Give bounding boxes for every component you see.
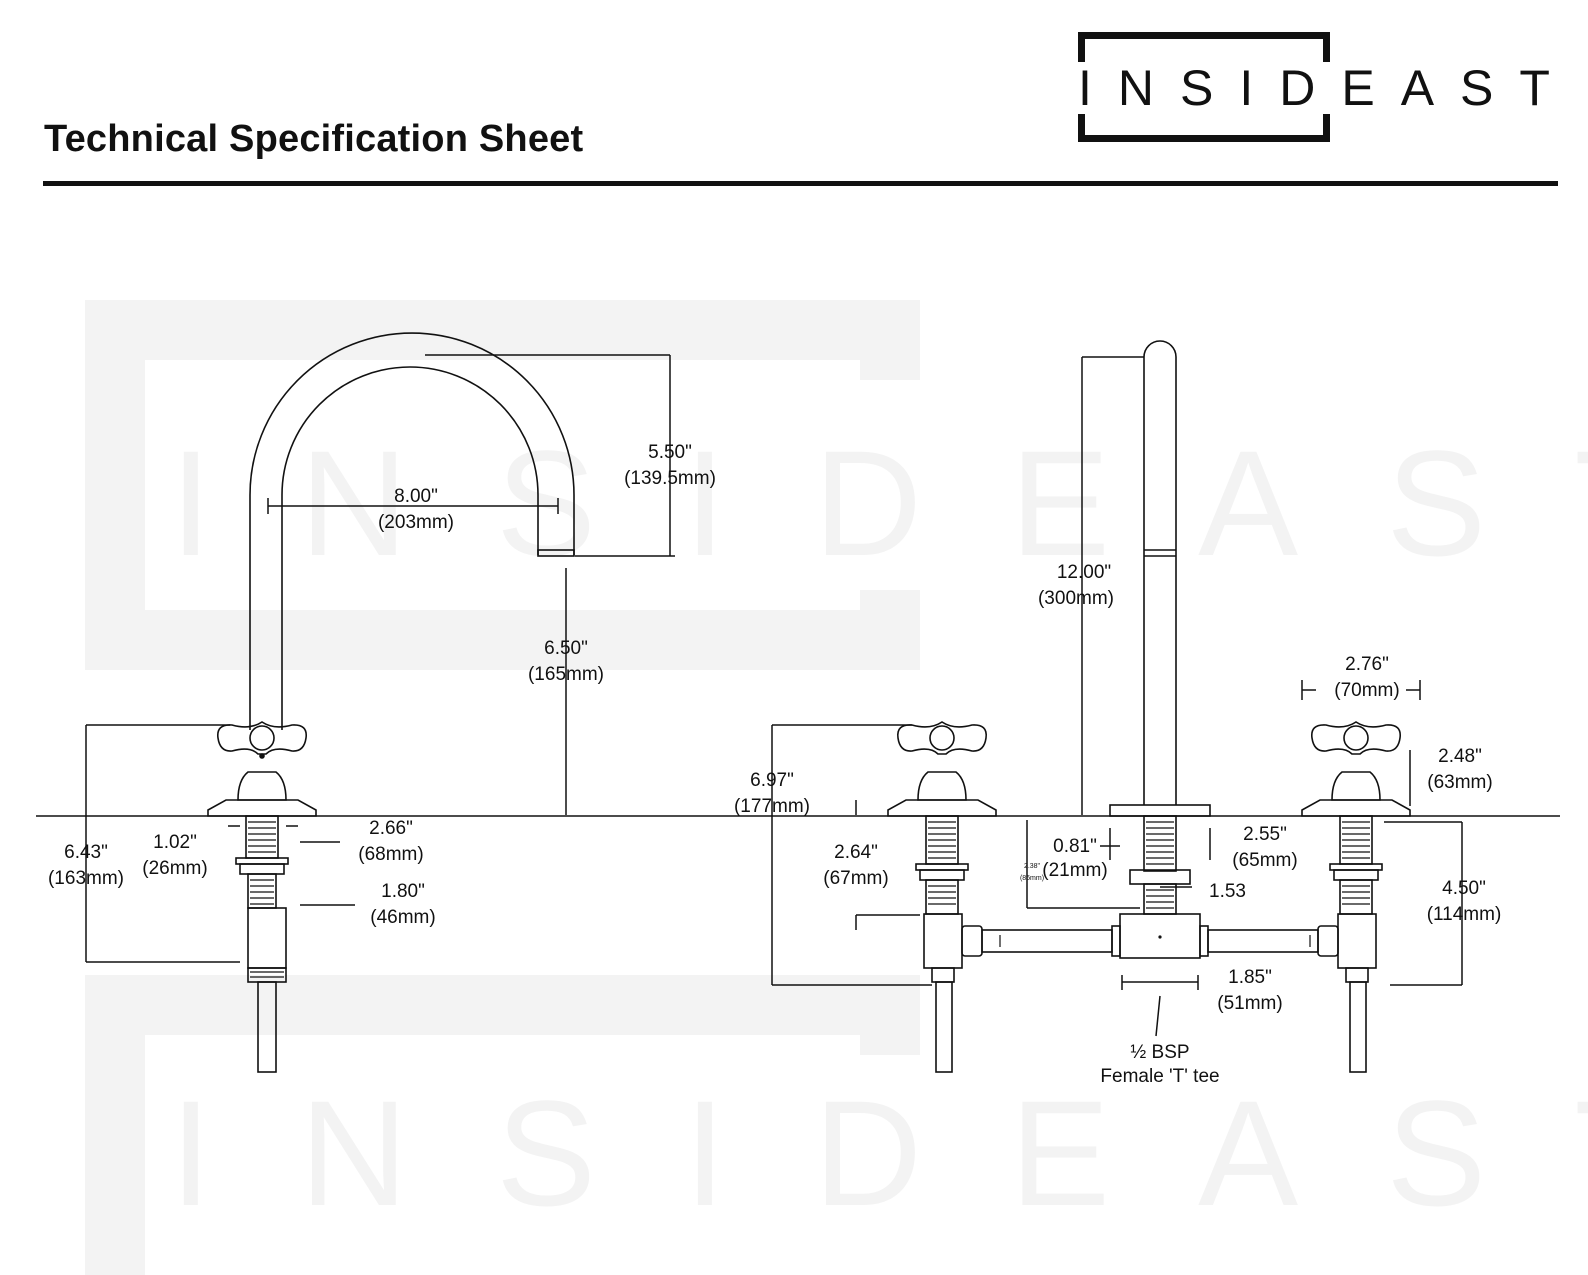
spout-base-mm: (65mm) (1232, 850, 1297, 871)
flange-dia-mm: (68mm) (358, 844, 423, 865)
tee-center-mark (1158, 935, 1162, 939)
shank-length-in: 1.80" (381, 881, 425, 902)
handle-height-in: 6.43" (64, 842, 108, 863)
handle-height-right-in: 2.48" (1438, 746, 1482, 767)
watermark: INSIDEAST INSIDEAST (85, 300, 1588, 1275)
handle-width-in: 2.76" (1345, 654, 1389, 675)
spout-shank-small-mm: (86mm) (1020, 875, 1044, 882)
header-rule (43, 181, 1558, 186)
right-faucet (887, 340, 1411, 1073)
shank-dia-mm: (26mm) (142, 858, 207, 879)
left-dimension-lines (85, 354, 675, 963)
handle-width-mm: (70mm) (1334, 680, 1399, 701)
right-dimension-labels: 12.00" (300mm) 2.76" (70mm) 2.48" (63mm)… (734, 562, 1501, 1087)
shank-length-mm: (46mm) (370, 907, 435, 928)
left-dimension-labels: 8.00" (203mm) 5.50" (139.5mm) 6.50" (165… (48, 442, 716, 928)
below-deck-in: 4.50" (1442, 878, 1486, 899)
overall-height-mm: (177mm) (734, 796, 810, 817)
valve-depth-in: 2.64" (834, 842, 878, 863)
tall-spout-height-mm: (300mm) (1038, 588, 1114, 609)
tee-offset-value: 1.53 (1209, 881, 1246, 902)
flange-dia-in: 2.66" (369, 818, 413, 839)
left-shank-thread (248, 821, 284, 978)
spout-height-mm: (139.5mm) (624, 468, 716, 489)
overall-height-in: 6.97" (750, 770, 794, 791)
left-faucet (207, 332, 575, 1073)
watermark-text-top: INSIDEAST (170, 419, 1588, 587)
tee-label-female: Female 'T' tee (1100, 1066, 1219, 1087)
spout-to-deck-in: 6.50" (544, 638, 588, 659)
tee-width-mm: (51mm) (1217, 993, 1282, 1014)
handle-height-mm: (163mm) (48, 868, 124, 889)
brand-logo-mask (1070, 62, 1520, 114)
spout-shank-small-in: 2.38" (1024, 863, 1041, 870)
spout-base-in: 2.55" (1243, 824, 1287, 845)
tee-label-bsp: ½ BSP (1130, 1042, 1189, 1063)
brand-logo-text: INSIDEAST (1078, 60, 1576, 116)
spout-shank-mm: (21mm) (1042, 860, 1107, 881)
watermark-text-bottom: INSIDEAST (170, 1069, 1588, 1237)
shank-dia-in: 1.02" (153, 832, 197, 853)
tee-width-in: 1.85" (1228, 967, 1272, 988)
valve-depth-mm: (67mm) (823, 868, 888, 889)
right-dimension-lines (771, 356, 1463, 1037)
page-title: Technical Specification Sheet (44, 118, 584, 160)
spout-height-in: 5.50" (648, 442, 692, 463)
spout-reach-in: 8.00" (394, 486, 438, 507)
handle-height-right-mm: (63mm) (1427, 772, 1492, 793)
spout-to-deck-mm: (165mm) (528, 664, 604, 685)
right-shank-thread (928, 821, 1370, 947)
spout-reach-mm: (203mm) (378, 512, 454, 533)
tall-spout-height-in: 12.00" (1057, 562, 1111, 583)
spout-shank-in: 0.81" (1053, 836, 1097, 857)
below-deck-mm: (114mm) (1427, 904, 1502, 925)
